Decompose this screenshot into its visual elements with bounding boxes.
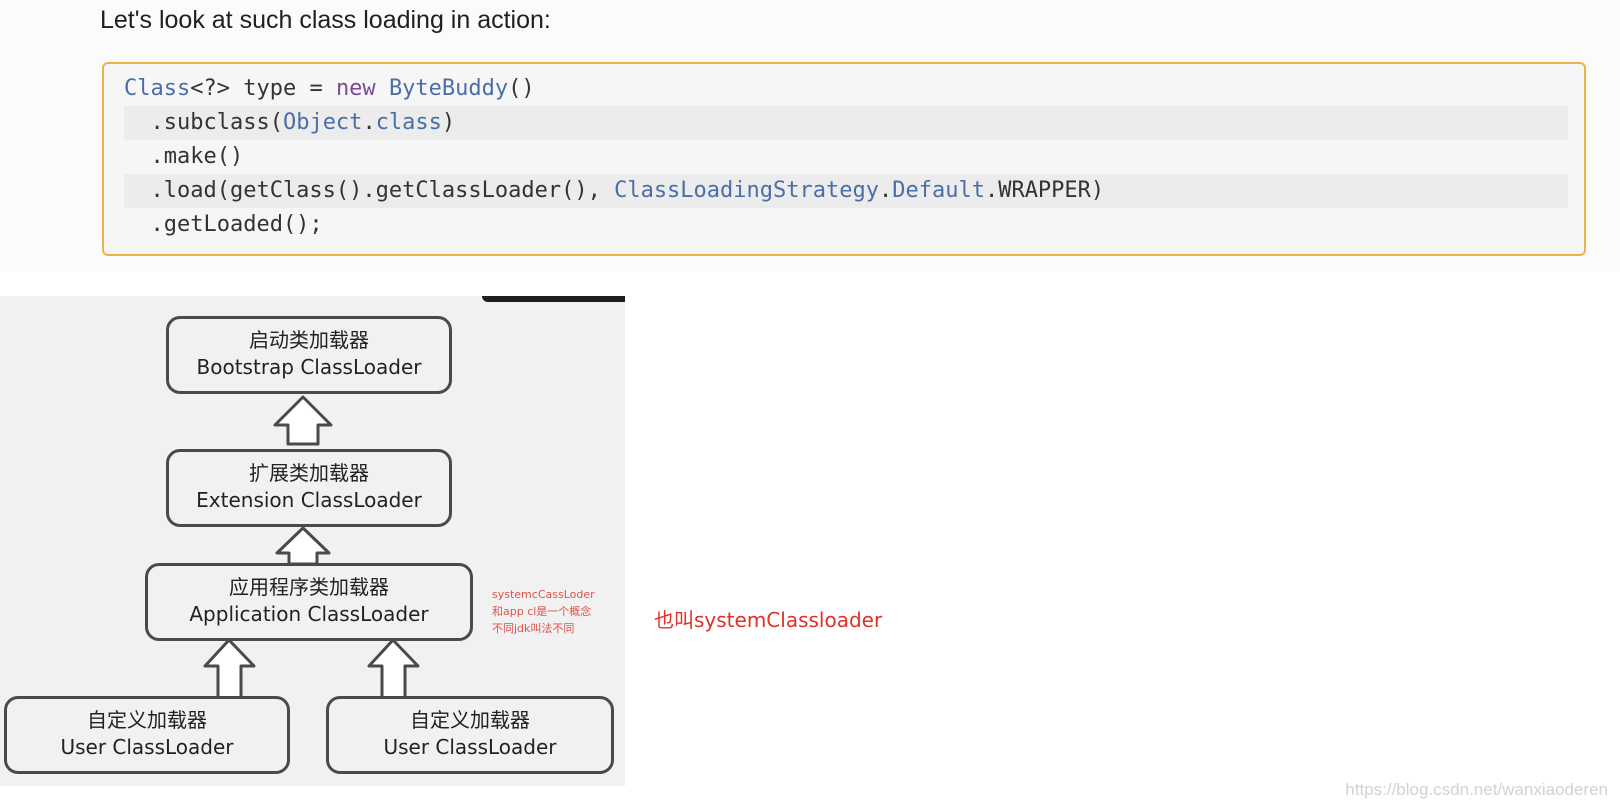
code-token: .getLoaded(); bbox=[124, 212, 323, 237]
user-classloader-node: 自定义加载器 User ClassLoader bbox=[4, 696, 290, 774]
window-edge bbox=[482, 296, 625, 302]
application-classloader-node: 应用程序类加载器 Application ClassLoader bbox=[145, 563, 473, 641]
code-token: Class bbox=[124, 76, 191, 101]
code-token: ByteBuddy bbox=[388, 76, 509, 101]
code-token: <?> type = bbox=[190, 76, 336, 101]
code-line: Class<?> type = new ByteBuddy() bbox=[124, 72, 1568, 106]
code-token: Object bbox=[282, 110, 363, 135]
node-title-en: User ClassLoader bbox=[383, 735, 557, 759]
code-token: .load(getClass().getClassLoader(), bbox=[124, 178, 615, 203]
node-title-en: Application ClassLoader bbox=[189, 602, 429, 626]
node-title-cn: 应用程序类加载器 bbox=[229, 575, 389, 599]
user-classloader-node: 自定义加载器 User ClassLoader bbox=[326, 696, 614, 774]
node-title-cn: 自定义加载器 bbox=[410, 708, 530, 732]
node-title-cn: 扩展类加载器 bbox=[249, 461, 369, 485]
code-token: class bbox=[375, 110, 442, 135]
code-token: .subclass( bbox=[124, 110, 283, 135]
code-token: .make() bbox=[124, 144, 244, 169]
classloader-diagram: 启动类加载器 Bootstrap ClassLoader 扩展类加载器 Exte… bbox=[0, 296, 625, 786]
code-token: ClassLoadingStrategy bbox=[614, 178, 879, 203]
node-title-en: Extension ClassLoader bbox=[196, 488, 422, 512]
up-arrow-icon bbox=[273, 395, 333, 446]
code-line: .make() bbox=[124, 140, 1568, 174]
code-line: .getLoaded(); bbox=[124, 208, 1568, 242]
note-line: 不同jdk叫法不同 bbox=[492, 622, 575, 635]
code-block: Class<?> type = new ByteBuddy() .subclas… bbox=[102, 62, 1586, 256]
code-token: .WRAPPER) bbox=[984, 178, 1105, 203]
article-section: Let's look at such class loading in acti… bbox=[0, 0, 1620, 272]
up-arrow-icon bbox=[275, 526, 331, 566]
node-title-cn: 启动类加载器 bbox=[249, 328, 369, 352]
code-token: . bbox=[878, 178, 893, 203]
code-token: ) bbox=[441, 110, 456, 135]
note-line: systemcCassLoder bbox=[492, 588, 595, 601]
code-token bbox=[376, 76, 389, 101]
up-arrow-icon bbox=[203, 638, 256, 701]
note-line: 和app cl是一个概念 bbox=[492, 605, 592, 618]
bootstrap-classloader-node: 启动类加载器 Bootstrap ClassLoader bbox=[166, 316, 452, 394]
code-line: .subclass(Object.class) bbox=[124, 106, 1568, 140]
code-token: () bbox=[508, 76, 535, 101]
code-token: . bbox=[362, 110, 376, 135]
up-arrow-icon bbox=[367, 638, 420, 701]
diagram-note: systemcCassLoder 和app cl是一个概念 不同jdk叫法不同 bbox=[492, 586, 595, 637]
node-title-cn: 自定义加载器 bbox=[87, 708, 207, 732]
node-title-en: Bootstrap ClassLoader bbox=[196, 355, 422, 379]
code-token: Default bbox=[892, 178, 985, 203]
hierarchy-arrows bbox=[203, 395, 420, 701]
annotation-text: 也叫systemClassloader bbox=[654, 608, 883, 632]
watermark: https://blog.csdn.net/wanxiaoderen bbox=[1345, 780, 1608, 799]
extension-classloader-node: 扩展类加载器 Extension ClassLoader bbox=[166, 449, 452, 527]
code-line: .load(getClass().getClassLoader(), Class… bbox=[124, 174, 1568, 208]
code-token: new bbox=[335, 76, 376, 101]
node-title-en: User ClassLoader bbox=[60, 735, 234, 759]
intro-text: Let's look at such class loading in acti… bbox=[100, 6, 551, 34]
